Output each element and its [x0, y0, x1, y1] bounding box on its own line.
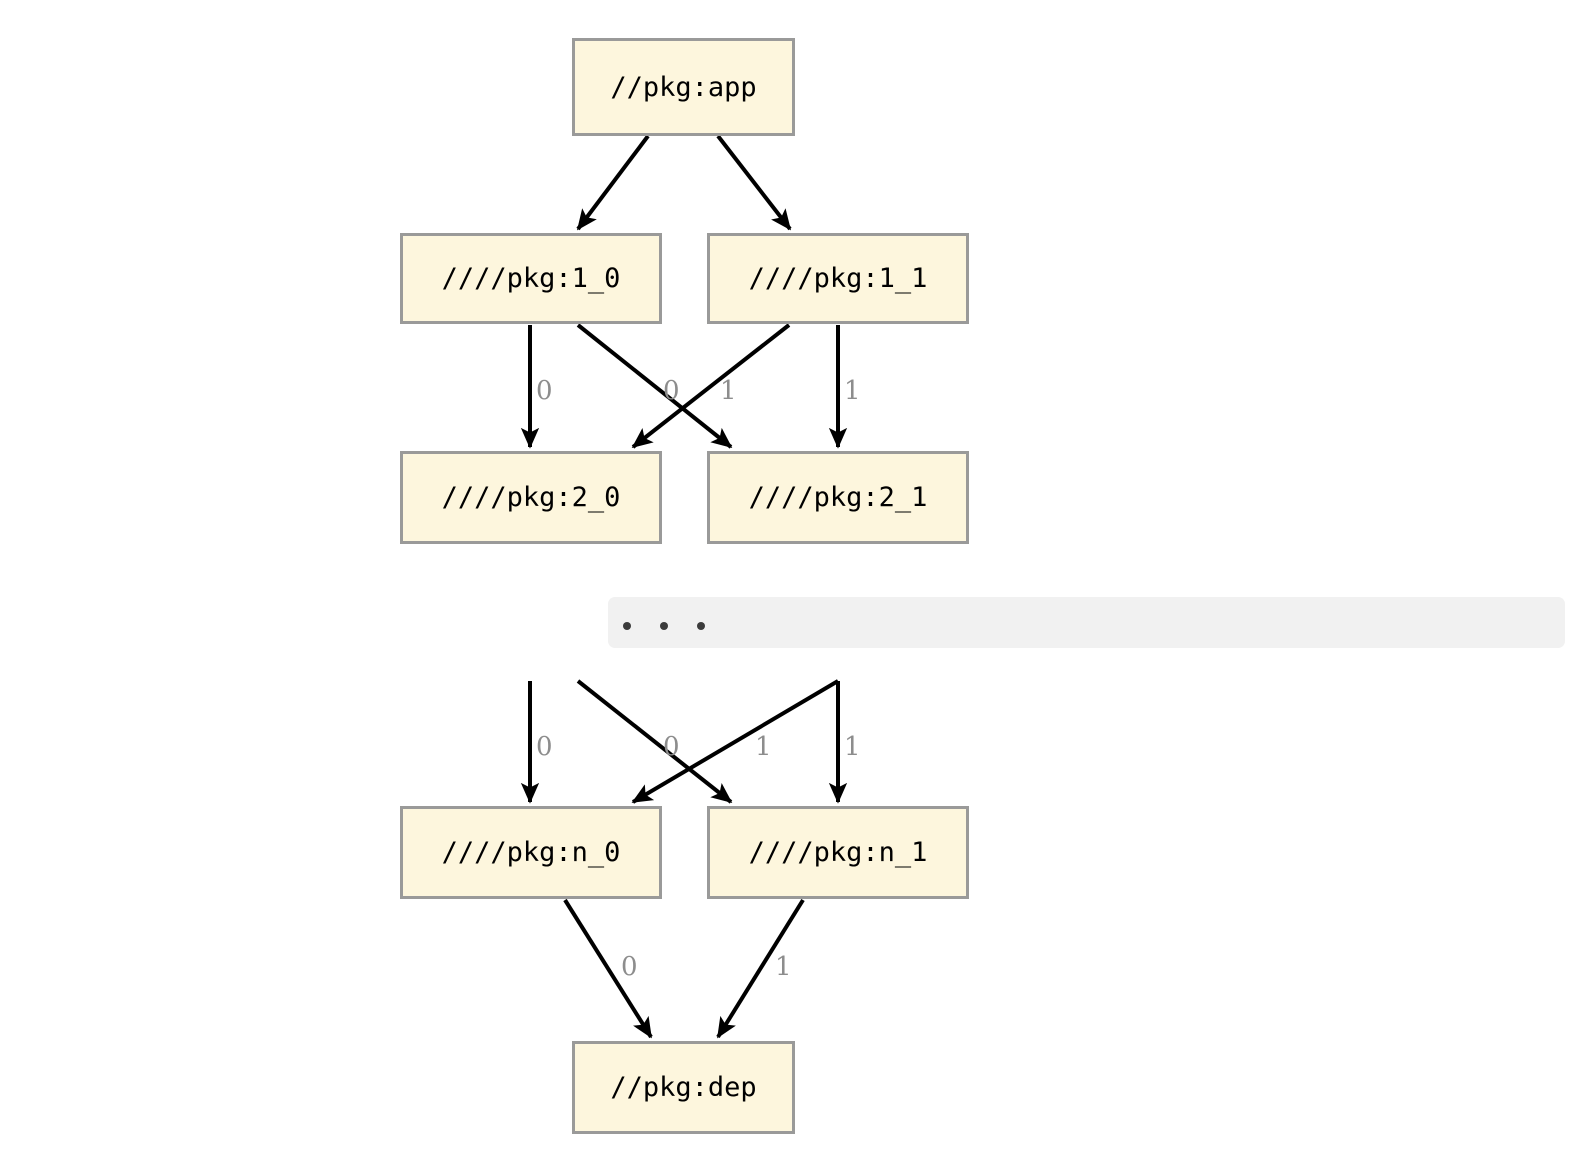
edge-label: 1: [844, 732, 861, 762]
edge-label: 1: [755, 732, 772, 762]
edge-label: 1: [720, 376, 737, 406]
graph-node-label: //pkg:dep: [610, 1072, 757, 1103]
graph-edge: [631, 323, 791, 449]
ellipsis-dots: [608, 622, 705, 648]
graph-edge: [631, 679, 840, 804]
graph-node-l2_0[interactable]: ////pkg:2_0: [400, 451, 662, 544]
graph-node-l2_1[interactable]: ////pkg:2_1: [707, 451, 969, 544]
graph-node-label: ////pkg:2_1: [748, 482, 928, 513]
graph-node-l1_1[interactable]: ////pkg:1_1: [707, 233, 969, 324]
graph-node-label: ////pkg:n_0: [441, 837, 621, 868]
edge-label: 0: [663, 732, 680, 762]
graph-edge: [716, 898, 805, 1039]
graph-node-l1_0[interactable]: ////pkg:1_0: [400, 233, 662, 324]
graph-node-ln_0[interactable]: ////pkg:n_0: [400, 806, 662, 899]
graph-node-label: ////pkg:2_0: [441, 482, 621, 513]
graph-edge: [576, 679, 733, 804]
edge-label: 1: [844, 376, 861, 406]
edge-label: 0: [536, 732, 553, 762]
graph-node-label: ////pkg:n_1: [748, 837, 928, 868]
graph-edge: [576, 323, 733, 449]
graph-node-label: ////pkg:1_1: [748, 263, 928, 294]
graph-edge: [716, 134, 792, 231]
edges-group: [520, 134, 848, 1039]
ellipsis-dot: [660, 622, 668, 630]
edge-label: 1: [775, 952, 792, 982]
graph-node-dep[interactable]: //pkg:dep: [572, 1041, 795, 1134]
graph-node-ln_1[interactable]: ////pkg:n_1: [707, 806, 969, 899]
ellipsis-dot: [697, 622, 705, 630]
graph-node-label: //pkg:app: [610, 71, 757, 103]
edge-label: 0: [536, 376, 553, 406]
graph-node-label: ////pkg:1_0: [441, 263, 621, 294]
graph-node-app[interactable]: //pkg:app: [572, 38, 795, 136]
graph-edge: [563, 898, 653, 1039]
ellipsis-separator-band: [608, 597, 1565, 648]
edge-label: 0: [621, 952, 638, 982]
graph-edge: [576, 134, 650, 231]
ellipsis-dot: [623, 622, 631, 630]
edge-label: 0: [663, 376, 680, 406]
